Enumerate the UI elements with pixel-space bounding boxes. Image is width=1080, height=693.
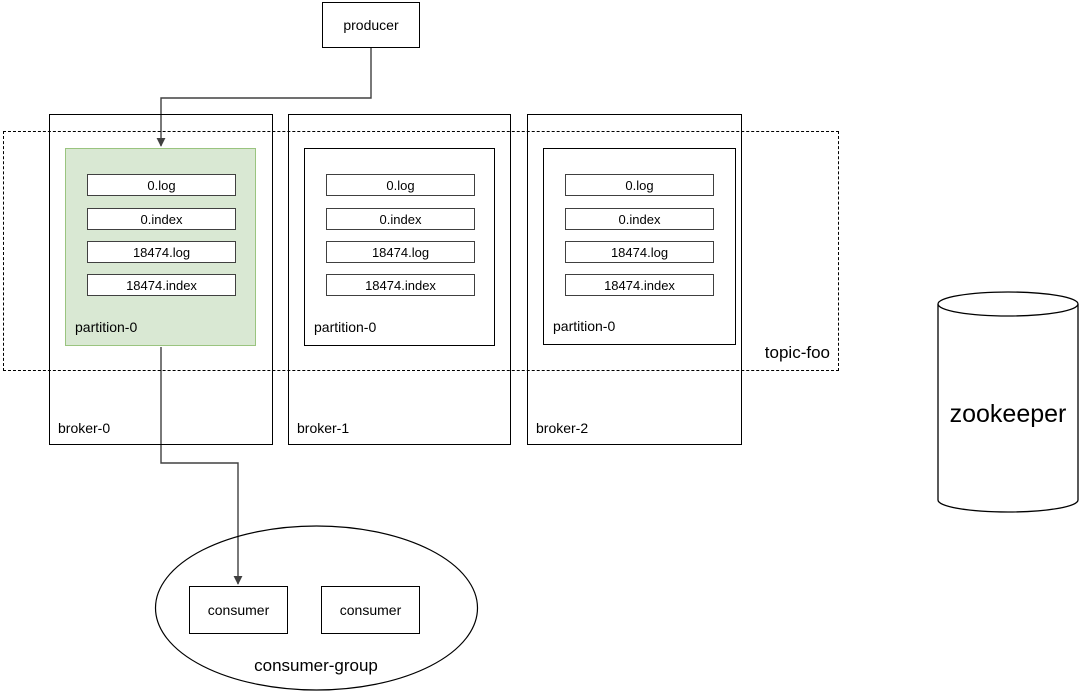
producer-label: producer: [343, 17, 399, 33]
broker-1-node: broker-1: [288, 114, 511, 445]
segment-file: 18474.log: [326, 241, 475, 263]
segment-file: 18474.index: [565, 274, 714, 296]
segment-file: 0.log: [87, 174, 236, 196]
segment-file: 0.log: [565, 174, 714, 196]
broker-2-node: broker-2: [527, 114, 742, 445]
consumer-group-label: consumer-group: [254, 656, 378, 675]
segment-file: 0.log: [326, 174, 475, 196]
broker-1-label: broker-1: [297, 420, 350, 436]
partition-label: partition-0: [553, 318, 616, 334]
consumer-node: consumer: [321, 586, 420, 634]
consumer-label: consumer: [207, 602, 270, 618]
segment-file: 18474.log: [87, 241, 236, 263]
partition-label: partition-0: [314, 319, 377, 335]
consumer-node: consumer: [189, 586, 288, 634]
producer-node: producer: [322, 2, 420, 48]
segment-file: 0.index: [565, 208, 714, 230]
partition-label: partition-0: [75, 319, 138, 335]
partition-0-broker1-node: 0.log 0.index 18474.log 18474.index part…: [304, 148, 495, 346]
topic-foo-label: topic-foo: [764, 343, 830, 362]
segment-file: 0.index: [326, 208, 475, 230]
consumer-label: consumer: [339, 602, 402, 618]
partition-0-broker0-node: 0.log 0.index 18474.log 18474.index part…: [65, 148, 256, 346]
broker-2-label: broker-2: [536, 420, 589, 436]
zookeeper-label: zookeeper: [949, 400, 1067, 428]
segment-file: 18474.log: [565, 241, 714, 263]
broker-0-label: broker-0: [58, 420, 111, 436]
broker-0-node: broker-0: [49, 114, 273, 445]
segment-file: 18474.index: [326, 274, 475, 296]
topic-foo-boundary: topic-foo: [3, 131, 839, 371]
partition-0-broker2-node: 0.log 0.index 18474.log 18474.index part…: [543, 148, 736, 345]
segment-file: 18474.index: [87, 274, 236, 296]
segment-file: 0.index: [87, 208, 236, 230]
